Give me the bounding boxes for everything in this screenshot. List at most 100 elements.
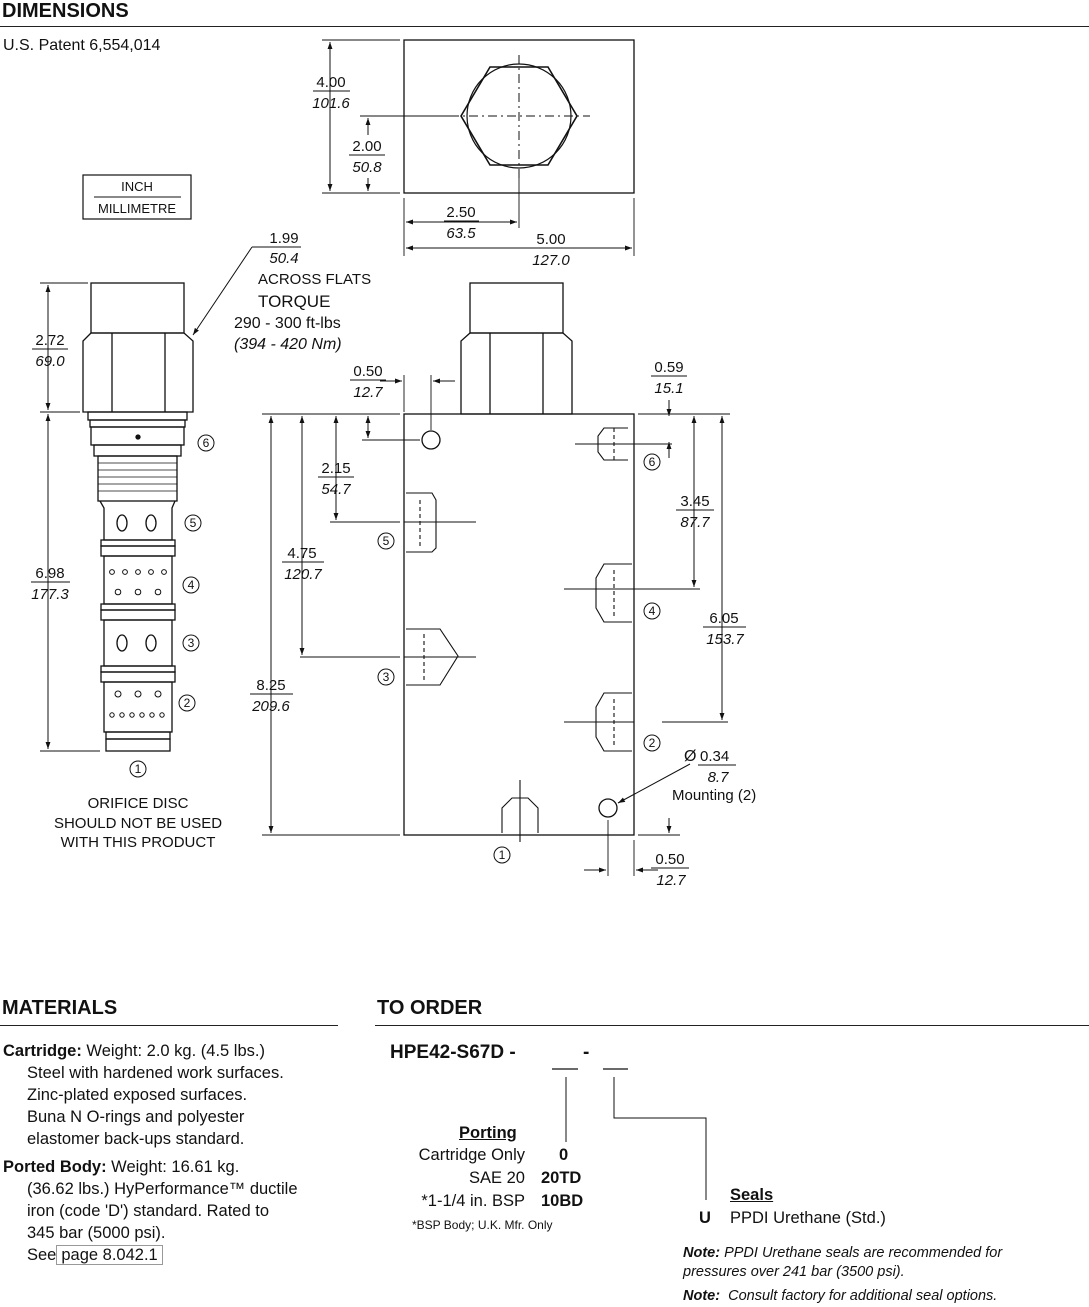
to-order-divider	[375, 1025, 1089, 1026]
hex-height-in: 2.72	[35, 332, 64, 349]
note-1-text-1: PPDI Urethane seals are recommended for	[724, 1245, 1003, 1261]
porting-name-2: *1-1/4 in. BSP	[421, 1192, 525, 1210]
port-label-3: 3	[188, 636, 195, 650]
cartridge-line-1: Steel with hardened work surfaces.	[27, 1064, 284, 1082]
port2-dim-mm: 153.7	[706, 631, 744, 648]
hex-height-mm: 69.0	[35, 353, 65, 370]
note-1-label: Note:	[683, 1245, 721, 1261]
port2-dim-in: 6.05	[709, 610, 738, 627]
block-port-label-5: 5	[383, 534, 390, 548]
porting-code-2: 10BD	[541, 1192, 584, 1210]
porting-name-1: SAE 20	[469, 1169, 525, 1187]
see-label: See	[27, 1246, 57, 1264]
note-2-text: Consult factory for additional seal opti…	[728, 1288, 998, 1304]
block-width-mm: 127.0	[532, 252, 570, 269]
port3-dim-mm: 120.7	[284, 566, 322, 583]
bottom-offset-mm: 12.7	[656, 872, 686, 889]
cartridge-label: Cartridge:	[3, 1042, 82, 1060]
orifice-note-line3: WITH THIS PRODUCT	[61, 834, 216, 851]
orifice-note-line2: SHOULD NOT BE USED	[54, 815, 222, 832]
mount-dia-in: 0.34	[700, 748, 729, 765]
block-width-in: 5.00	[536, 231, 565, 248]
block-height-front-in: 8.25	[256, 677, 285, 694]
unit-key-inch: INCH	[121, 179, 153, 194]
port-label-5: 5	[190, 516, 197, 530]
model-code: HPE42-S67D -	[390, 1042, 516, 1064]
port5-dim-mm: 54.7	[321, 481, 351, 498]
note-1: Note: PPDI Urethane seals are recommende…	[683, 1244, 1002, 1282]
hole-offset-in: 0.50	[353, 363, 382, 380]
center-x-mm: 63.5	[446, 225, 476, 242]
orifice-note-line1: ORIFICE DISC	[88, 795, 189, 812]
torque-ftlb: 290 - 300 ft-lbs	[234, 315, 341, 332]
across-flats-label: ACROSS FLATS	[258, 271, 371, 288]
dimensions-divider	[0, 26, 1089, 27]
body-line-3: 345 bar (5000 psi).	[27, 1224, 166, 1242]
dimensions-title: DIMENSIONS	[2, 0, 129, 22]
center-x-in: 2.50	[446, 204, 475, 221]
page-reference-link[interactable]: page 8.042.1	[56, 1245, 163, 1265]
hole-offset-mm: 12.7	[353, 384, 383, 401]
torque-nm: (394 - 420 Nm)	[234, 336, 342, 353]
port6-offset-in: 0.59	[654, 359, 683, 376]
mount-dia-symbol: Ø	[684, 748, 696, 765]
unit-key-mm: MILLIMETRE	[98, 201, 176, 216]
materials-divider	[0, 1025, 338, 1026]
block-front-view	[403, 282, 635, 836]
port-label-4: 4	[188, 578, 195, 592]
body-weight: Weight: 16.61 kg.	[106, 1158, 240, 1176]
across-flats-in: 1.99	[269, 230, 298, 247]
block-port-label-4: 4	[649, 604, 656, 618]
body-line-1: (36.62 lbs.) HyPerformance™ ductile	[27, 1180, 298, 1198]
port-label-2: 2	[184, 696, 191, 710]
port3-dim-in: 4.75	[287, 545, 316, 562]
bottom-offset-in: 0.50	[655, 851, 684, 868]
block-port-label-3: 3	[383, 670, 390, 684]
center-y-mm: 50.8	[352, 159, 382, 176]
materials-title: MATERIALS	[2, 997, 118, 1019]
body-weight-line: Ported Body: Weight: 16.61 kg.	[3, 1156, 298, 1178]
port6-offset-mm: 15.1	[654, 380, 683, 397]
port4-dim-in: 3.45	[680, 493, 709, 510]
body-label: Ported Body:	[3, 1158, 107, 1176]
across-flats-mm: 50.4	[269, 250, 298, 267]
body-length-mm: 177.3	[31, 586, 69, 603]
port-label-1: 1	[135, 762, 142, 776]
to-order-title: TO ORDER	[377, 997, 483, 1019]
body-line-2: iron (code 'D') standard. Rated to	[27, 1202, 270, 1220]
center-y-in: 2.00	[352, 138, 381, 155]
seals-title: Seals	[730, 1186, 774, 1204]
model-separator: -	[583, 1042, 590, 1063]
note-1-text-2: pressures over 241 bar (3500 psi).	[683, 1264, 905, 1280]
cartridge-line-4: elastomer back-ups standard.	[27, 1130, 245, 1148]
porting-code-0: 0	[559, 1146, 569, 1164]
cartridge-port-labels: 6 5 4 3 2 1	[129, 434, 215, 778]
body-length-in: 6.98	[35, 565, 64, 582]
block-height-in: 4.00	[316, 74, 345, 91]
block-port-label-2: 2	[649, 736, 656, 750]
model-prefix: HPE42-S67D -	[390, 1042, 516, 1063]
block-port-symbols	[404, 427, 634, 842]
porting-code-1: 20TD	[541, 1169, 582, 1187]
block-front-dimensions	[262, 375, 730, 876]
port4-dim-mm: 87.7	[680, 514, 710, 531]
porting-name-0: Cartridge Only	[418, 1146, 525, 1164]
mount-label: Mounting (2)	[672, 787, 756, 804]
torque-label: TORQUE	[258, 292, 330, 311]
block-height-front-mm: 209.6	[251, 698, 290, 715]
dimension-drawing: INCH MILLIMETRE 4.00 101.6 2.00 50.8 2.5…	[31, 39, 756, 889]
cartridge-line-3: Buna N O-rings and polyester	[27, 1108, 245, 1126]
port5-dim-in: 2.15	[321, 460, 350, 477]
block-top-view	[322, 39, 635, 256]
block-port-label-6: 6	[649, 455, 656, 469]
note-2: Note: Consult factory for additional sea…	[683, 1288, 997, 1304]
cartridge-line-2: Zinc-plated exposed surfaces.	[27, 1086, 248, 1104]
cartridge-weight-line: Cartridge: Weight: 2.0 kg. (4.5 lbs.)	[3, 1040, 298, 1062]
block-height-mm: 101.6	[312, 95, 350, 112]
materials-text: Cartridge: Weight: 2.0 kg. (4.5 lbs.) St…	[3, 1040, 298, 1266]
block-port-labels: 6 5 4 3 2 1	[377, 453, 661, 864]
unit-key: INCH MILLIMETRE	[82, 174, 192, 220]
port-label-6: 6	[203, 436, 210, 450]
cartridge-weight: Weight: 2.0 kg. (4.5 lbs.)	[81, 1042, 265, 1060]
